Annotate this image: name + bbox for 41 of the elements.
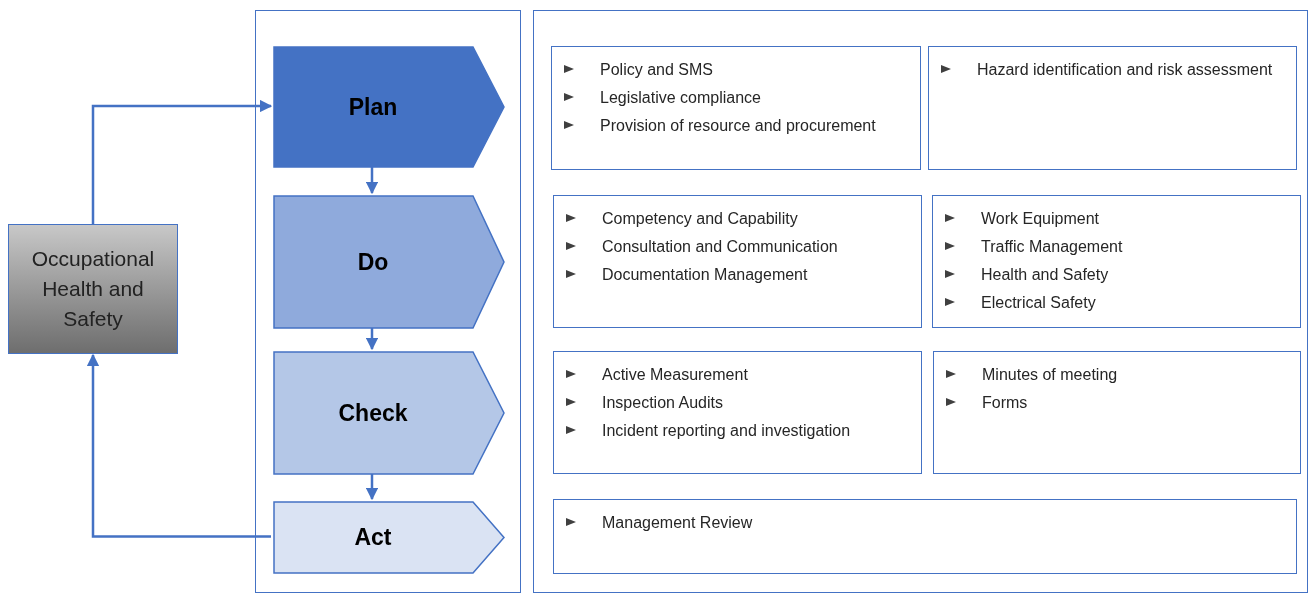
arrow xyxy=(365,474,379,501)
list-item: Documentation Management xyxy=(602,265,808,285)
list-item: Work Equipment xyxy=(981,209,1099,229)
list-item: Electrical Safety xyxy=(981,293,1096,313)
list-box xyxy=(932,195,1301,328)
step-label: Do xyxy=(357,247,389,277)
list-box xyxy=(553,499,1297,574)
list-item: Traffic Management xyxy=(981,237,1123,257)
chevron-shape xyxy=(273,351,505,475)
arrow xyxy=(365,328,379,351)
list-box xyxy=(553,195,922,328)
list-item: Consultation and Communication xyxy=(602,237,838,257)
chevron-shape xyxy=(273,195,505,329)
step-label: Act xyxy=(354,523,392,553)
step-label: Check xyxy=(338,398,408,428)
arrow xyxy=(365,167,379,195)
list-item: Inspection Audits xyxy=(602,393,723,413)
arrow xyxy=(91,99,273,224)
panel-frame xyxy=(533,10,1308,593)
list-item: Provision of resource and procurement xyxy=(600,116,876,136)
list-item: Competency and Capability xyxy=(602,209,798,229)
box-label: Occupational Health and Safety xyxy=(30,246,156,332)
list-item: Minutes of meeting xyxy=(982,365,1118,385)
list-item: Health and Safety xyxy=(981,265,1109,285)
list-item: Hazard identification and risk assessment xyxy=(977,60,1273,80)
list-item: Active Measurement xyxy=(602,365,748,385)
list-item: Policy and SMS xyxy=(600,60,713,80)
arrow xyxy=(86,353,271,538)
list-box xyxy=(933,351,1301,474)
step-label: Plan xyxy=(348,92,398,122)
list-item: Legislative compliance xyxy=(600,88,761,108)
list-item: Management Review xyxy=(602,513,753,533)
process-box xyxy=(8,224,178,354)
list-item: Forms xyxy=(982,393,1028,413)
list-item: Incident reporting and investigation xyxy=(602,421,851,441)
list-box xyxy=(928,46,1297,170)
list-box xyxy=(553,351,922,474)
list-box xyxy=(551,46,921,170)
chevron-shape xyxy=(273,501,505,574)
panel-frame xyxy=(255,10,521,593)
chevron-shape xyxy=(273,46,505,168)
